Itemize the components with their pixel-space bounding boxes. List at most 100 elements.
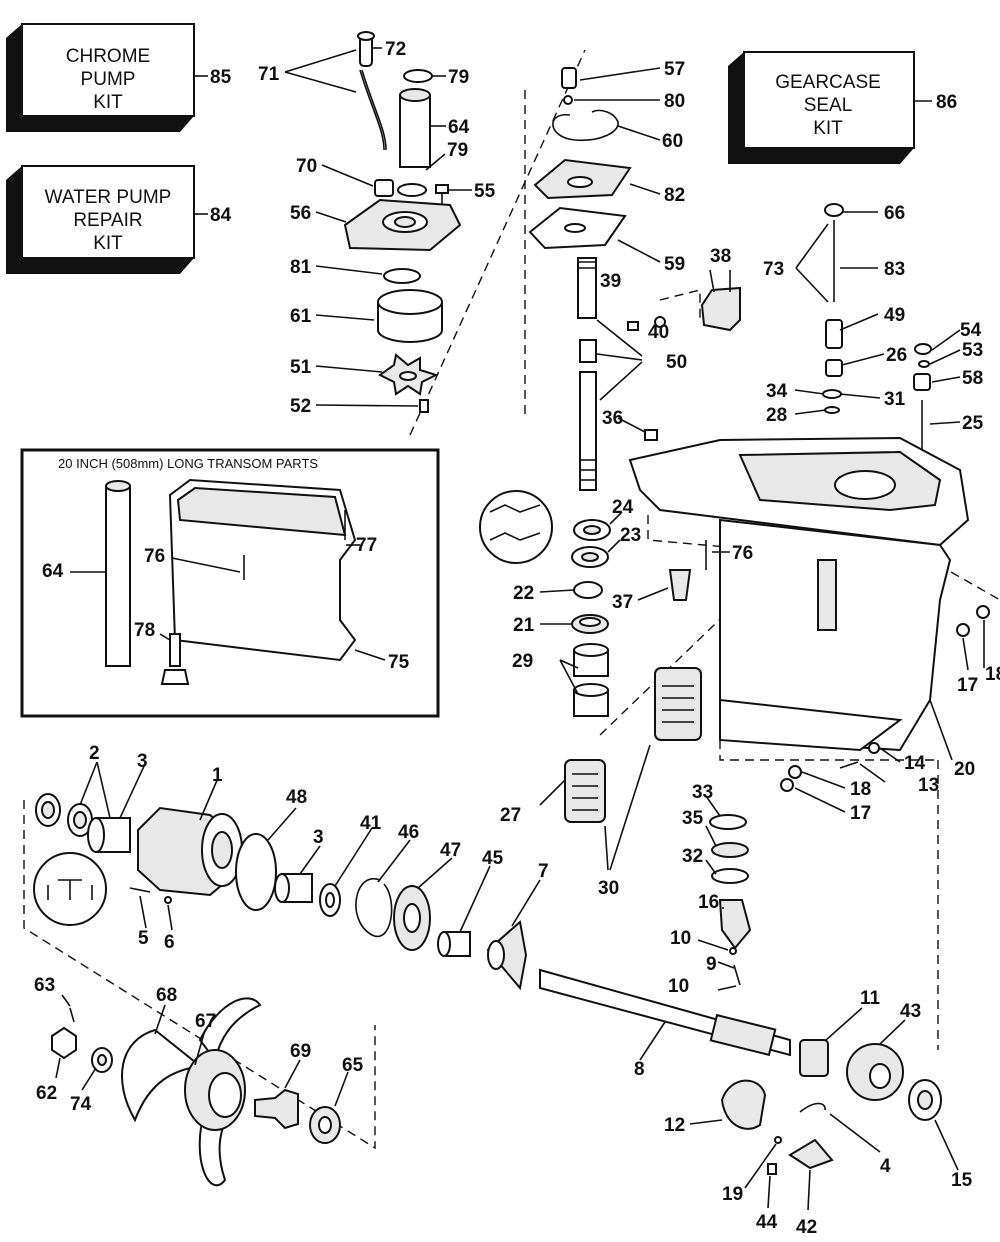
- callout: 6: [164, 932, 175, 953]
- callout: 34: [766, 381, 788, 402]
- callout: 50: [666, 352, 687, 373]
- callout: 28: [766, 405, 787, 426]
- callout: 35: [682, 808, 704, 829]
- callout: 76: [732, 543, 753, 564]
- propshaft-group: [539, 968, 942, 1175]
- callout: 24: [612, 497, 634, 518]
- callout: 54: [960, 320, 982, 341]
- callout: 71: [258, 64, 280, 85]
- callout: 18: [985, 664, 1000, 685]
- gearcase-seal-kit-line-2: SEAL: [804, 95, 853, 116]
- water-pump-kit-line-3: KIT: [93, 233, 123, 254]
- callout-86: 86: [936, 92, 957, 113]
- callout: 41: [360, 813, 382, 834]
- chrome-pump-kit-line-2: PUMP: [81, 69, 136, 90]
- gearcase-seal-kit-line-3: KIT: [813, 118, 843, 139]
- callout: 56: [290, 203, 311, 224]
- callout: 70: [296, 156, 317, 177]
- callout: 22: [513, 583, 534, 604]
- callout: 27: [500, 805, 521, 826]
- callout: 55: [474, 181, 496, 202]
- callout: 42: [796, 1217, 817, 1238]
- callouts-driveshaft: 57 80 60 82 59 39 40 50 36 24 23 22 21 2…: [500, 59, 687, 899]
- callout: 11: [860, 988, 881, 1009]
- callout: 10: [670, 928, 691, 949]
- callout: 46: [398, 822, 419, 843]
- water-pump-kit-line-1: WATER PUMP: [45, 187, 172, 208]
- callout: 66: [884, 203, 905, 224]
- inset-title: 20 INCH (508mm) LONG TRANSOM PARTS: [58, 456, 318, 471]
- callout: 17: [957, 675, 978, 696]
- callout: 31: [884, 389, 906, 410]
- callout: 43: [900, 1001, 921, 1022]
- callout: 62: [36, 1083, 57, 1104]
- callout: 23: [620, 525, 641, 546]
- callout: 64: [42, 561, 64, 582]
- callout: 52: [290, 396, 311, 417]
- callout: 79: [447, 140, 468, 161]
- callout: 14: [904, 753, 926, 774]
- callout: 82: [664, 185, 685, 206]
- gearcase-seal-kit-line-1: GEARCASE: [775, 72, 881, 93]
- long-transom-inset: 20 INCH (508mm) LONG TRANSOM PARTS: [20, 448, 440, 718]
- callout: 15: [951, 1170, 973, 1191]
- callout: 61: [290, 306, 312, 327]
- callouts-pinion: 33 35 32 16 10 9 10: [668, 782, 719, 997]
- callout: 63: [34, 975, 55, 996]
- callout: 16: [698, 892, 719, 913]
- callout: 77: [356, 535, 377, 556]
- pinion-group: [709, 814, 752, 986]
- callout: 26: [886, 345, 907, 366]
- callout: 8: [634, 1059, 645, 1080]
- callout: 67: [195, 1011, 216, 1032]
- driveshaft-group: [479, 67, 702, 823]
- chrome-pump-kit-line-1: CHROME: [66, 46, 150, 67]
- callout: 40: [648, 322, 669, 343]
- callout: 4: [880, 1156, 891, 1177]
- callout: 36: [602, 408, 623, 429]
- callout: 65: [342, 1055, 364, 1076]
- callout: 73: [763, 259, 784, 280]
- callouts-shift-rod: 38 66 73 83 49 54 26 53 58 34 31 28 25 7…: [710, 203, 1000, 824]
- callout: 3: [313, 827, 324, 848]
- callout-85: 85: [210, 67, 232, 88]
- propeller-group: [51, 997, 341, 1187]
- water-pump-kit-line-2: REPAIR: [73, 210, 142, 231]
- callout: 39: [600, 271, 621, 292]
- water-pump-repair-kit-box: WATER PUMP REPAIR KIT 84: [6, 165, 232, 274]
- callout: 10: [668, 976, 689, 997]
- callout: 68: [156, 985, 177, 1006]
- callout: 5: [138, 928, 149, 949]
- callout: 75: [388, 652, 410, 673]
- callout: 37: [612, 592, 633, 613]
- callout: 9: [706, 954, 717, 975]
- callouts-propeller: 63 68 67 69 65 62 74: [34, 975, 364, 1115]
- callout: 44: [756, 1212, 778, 1233]
- callout-84: 84: [210, 205, 232, 226]
- callout: 48: [286, 787, 307, 808]
- callout: 13: [918, 775, 939, 796]
- callout: 64: [448, 117, 470, 138]
- callouts-water-pump: 72 71 79 64 79 70 55 56 81 61 51 52: [258, 39, 496, 417]
- gearcase-housing: [628, 203, 990, 792]
- gearcase-seal-kit-box: GEARCASE SEAL KIT 86: [728, 51, 957, 164]
- callout: 18: [850, 779, 871, 800]
- callout: 79: [448, 67, 469, 88]
- callout: 21: [513, 615, 535, 636]
- callout: 76: [144, 546, 165, 567]
- callouts-inset: 64 76 77 78 75: [42, 535, 410, 673]
- callout: 53: [962, 340, 983, 361]
- callout: 20: [954, 759, 975, 780]
- callout: 1: [212, 765, 223, 786]
- callout: 83: [884, 259, 905, 280]
- callout: 45: [482, 848, 504, 869]
- callout: 80: [664, 91, 685, 112]
- leader-lines: [55, 47, 985, 1211]
- callout: 49: [884, 305, 905, 326]
- callout: 47: [440, 840, 461, 861]
- callout: 60: [662, 131, 683, 152]
- callout: 38: [710, 246, 731, 267]
- callout: 51: [290, 357, 312, 378]
- water-pump-group: [343, 31, 462, 413]
